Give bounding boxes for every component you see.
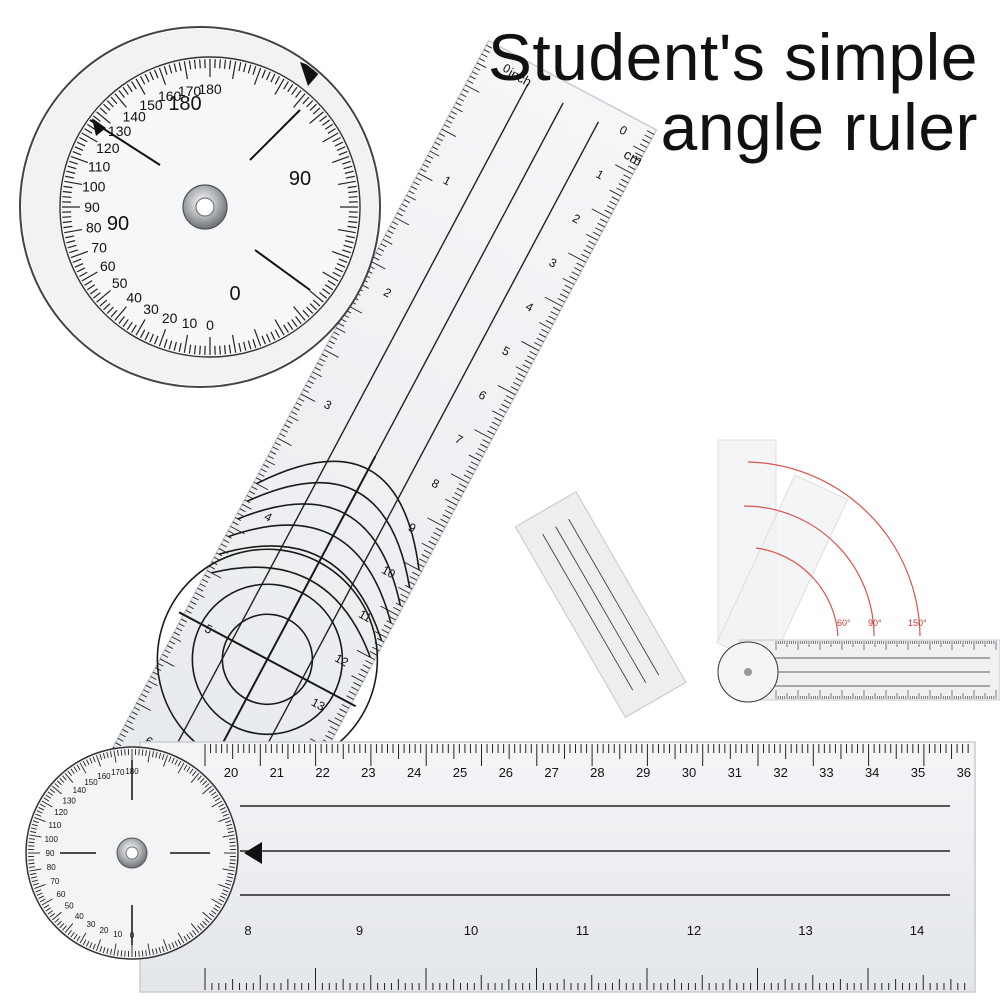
cm-tick-label: 20: [224, 765, 238, 780]
cm-tick-label: 22: [315, 765, 329, 780]
cm-tick-label: 24: [407, 765, 421, 780]
zoom-dial-label: 100: [82, 179, 106, 195]
headline-line-2: angle ruler: [418, 92, 978, 162]
zoom-dial-label: 0: [206, 317, 214, 333]
zoom-dial-label: 30: [143, 301, 159, 317]
bottom-dial-label: 170: [111, 768, 125, 777]
bottom-dial-label: 60: [57, 890, 66, 899]
zoom-dial-label: 130: [108, 123, 132, 139]
cm-tick-label: 30: [682, 765, 696, 780]
zoom-dial-label: 10: [182, 315, 198, 331]
zoom-dial-label: 90: [84, 199, 100, 215]
zoom-dial-label: 70: [91, 239, 107, 255]
bottom-dial-label: 50: [65, 902, 74, 911]
bottom-dial-label: 100: [45, 835, 59, 844]
cm-tick-label: 26: [499, 765, 513, 780]
bottom-dial-label: 40: [75, 912, 84, 921]
cm-tick-label: 36: [957, 765, 971, 780]
zoom-dial-label: 60: [100, 258, 116, 274]
zoom-dial-label: 80: [86, 219, 102, 235]
inset-angle-demo: 60° 90° 150°: [515, 440, 1000, 717]
zoom-dial-label: 40: [126, 289, 142, 305]
zoom-dial-big-label: 90: [107, 213, 129, 235]
zoom-dial-label: 20: [162, 310, 178, 326]
bottom-dial-label: 70: [50, 877, 59, 886]
horizontal-arm: 20 21 22 23 24 25 26 27 28 29 30 31 32 33 34 35 36 8 9 10 1…: [140, 742, 975, 992]
inch-tick-label: 9: [356, 923, 363, 938]
cm-tick-label: 32: [773, 765, 787, 780]
bottom-dial-label: 130: [63, 796, 77, 805]
inch-tick-label: 11: [576, 923, 590, 938]
inch-tick-label: 13: [798, 923, 812, 938]
cm-tick-label: 33: [819, 765, 833, 780]
cm-tick-label: 35: [911, 765, 925, 780]
bottom-dial-label: 20: [100, 926, 109, 935]
inch-tick-label: 12: [687, 923, 701, 938]
bottom-dial-label: 120: [54, 808, 68, 817]
zoom-dial-label: 120: [96, 140, 120, 156]
cm-tick-label: 21: [270, 765, 284, 780]
bottom-dial-label: 160: [97, 772, 111, 781]
zoom-dial-label: 110: [88, 159, 111, 175]
bottom-dial-label: 110: [49, 821, 62, 830]
bottom-dial-label: 80: [47, 863, 56, 872]
cm-tick-label: 28: [590, 765, 604, 780]
zoom-detail: 0102030405060708090100110120130140150160…: [20, 27, 380, 387]
bottom-dial-label: 10: [113, 930, 122, 939]
zoom-dial-big-label: 0: [229, 283, 240, 305]
bottom-dial-label: 150: [84, 778, 98, 787]
inset-angle-90: 90°: [868, 618, 882, 628]
inset-horizontal-arm: [740, 640, 1000, 700]
cm-tick-label: 31: [728, 765, 742, 780]
headline: Student's simple angle ruler: [418, 22, 978, 162]
inch-tick-label: 14: [910, 923, 924, 938]
bottom-dial-label: 90: [46, 849, 55, 858]
inch-tick-label: 8: [244, 923, 251, 938]
headline-line-1: Student's simple: [418, 22, 978, 92]
inch-tick-label: 10: [464, 923, 478, 938]
cm-tick-label: 29: [636, 765, 650, 780]
cm-tick-label: 23: [361, 765, 375, 780]
zoom-dial-label: 50: [112, 275, 128, 291]
zoom-dial-big-label: 180: [168, 93, 201, 115]
zoom-dial-big-label: 90: [289, 168, 311, 190]
cm-tick-label: 27: [544, 765, 558, 780]
zoom-dial-label: 180: [198, 81, 222, 97]
inset-angle-60: 60°: [837, 618, 851, 628]
inset-angle-150: 150°: [908, 618, 927, 628]
cm-tick-label: 34: [865, 765, 879, 780]
cm-tick-label: 25: [453, 765, 467, 780]
bottom-dial-label: 140: [73, 786, 87, 795]
bottom-dial-label: 30: [87, 920, 96, 929]
